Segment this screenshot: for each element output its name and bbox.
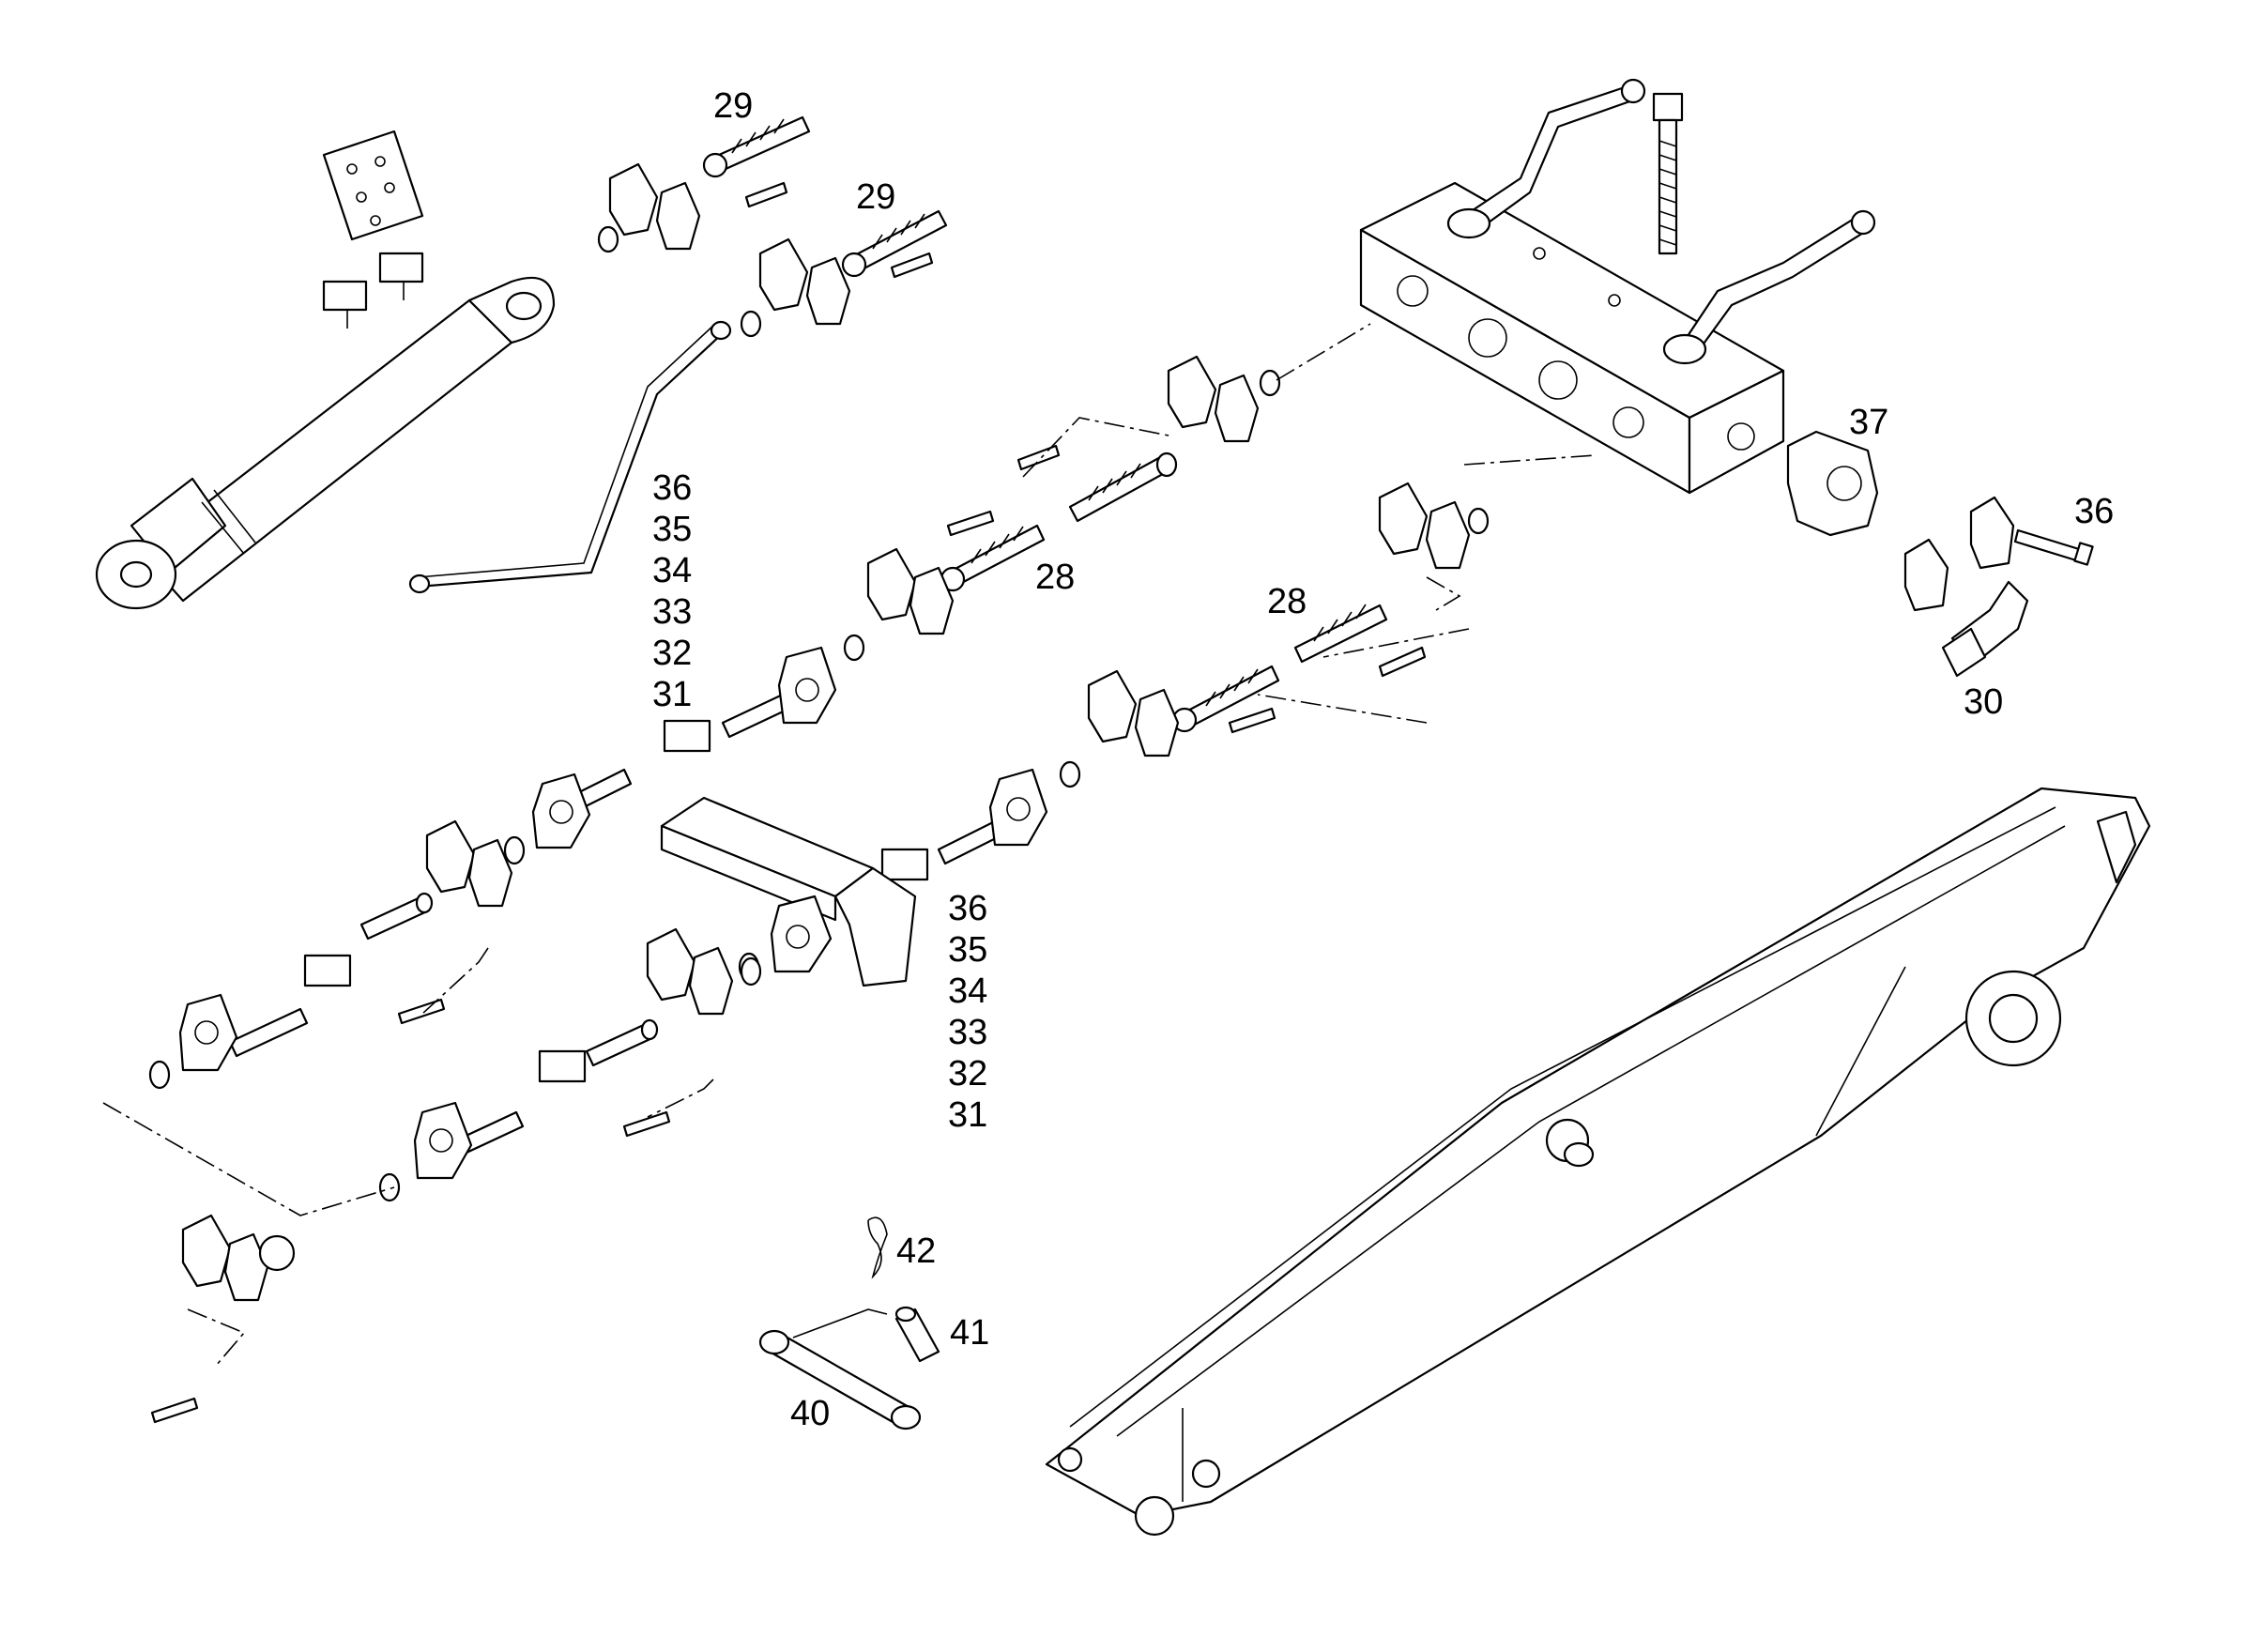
flange-halves-upper <box>608 162 851 326</box>
adapter-block-37 <box>1786 430 1879 537</box>
callout-28-right: 28 <box>1267 582 1307 621</box>
bolt-36-right <box>2013 528 2094 566</box>
clamp-31-mid <box>663 719 929 881</box>
long-cap-screw <box>1652 92 1684 255</box>
callout-29-upper: 29 <box>713 86 753 126</box>
callout-stack-left-item: 35 <box>652 510 692 549</box>
pin-assembly-40 <box>758 1308 922 1430</box>
callout-stack-left: 36 35 34 33 32 31 <box>652 468 692 714</box>
callout-37: 37 <box>1849 403 1888 442</box>
bent-hydraulic-pipe <box>408 320 732 594</box>
callout-36-right: 36 <box>2074 492 2114 531</box>
hose-assembly-28-right <box>1171 604 1388 733</box>
callout-28-left: 28 <box>1035 558 1075 597</box>
callout-stack-right-item: 34 <box>948 971 987 1011</box>
callout-stack-right-item: 32 <box>948 1054 987 1094</box>
flanged-pipe-left <box>503 768 633 865</box>
elbow-fitting-30 <box>1941 580 2029 678</box>
flanged-pipe-31-upper <box>721 646 837 739</box>
callout-40: 40 <box>790 1394 830 1433</box>
o-rings-top <box>597 225 762 338</box>
callout-stack-right: 36 35 34 33 32 31 <box>948 889 987 1135</box>
bolts-middle <box>946 444 1427 734</box>
callout-29-lower: 29 <box>856 177 895 217</box>
callout-labels: 29 29 28 28 37 36 30 42 41 40 <box>713 86 2114 1433</box>
callout-stack-left-item: 33 <box>652 592 692 632</box>
hose-assembly-28-left <box>940 451 1178 592</box>
callout-41: 41 <box>950 1313 989 1353</box>
callout-stack-right-item: 33 <box>948 1013 987 1052</box>
excavator-boom <box>1045 787 2151 1537</box>
lower-left-o-rings <box>148 956 762 1272</box>
lower-left-clamps <box>303 954 587 1083</box>
flange-half-right-upper <box>1969 496 2015 570</box>
callout-stack-right-item: 31 <box>948 1095 987 1135</box>
callout-42: 42 <box>896 1231 936 1271</box>
callout-stack-left-item: 31 <box>652 675 692 714</box>
lower-left-flange-halves <box>181 819 734 1302</box>
callout-stack-left-item: 34 <box>652 551 692 590</box>
lower-left-bolts <box>150 998 671 1424</box>
lower-left-pipes <box>178 892 659 1180</box>
bushing-41 <box>894 1306 940 1363</box>
clip-42 <box>867 1216 888 1279</box>
callout-stack-left-item: 32 <box>652 634 692 673</box>
flange-halves-middle <box>866 355 1471 757</box>
mounting-bracket <box>660 796 917 987</box>
valve-lever-upper <box>1446 78 1646 239</box>
control-valve-block <box>1359 181 1785 495</box>
pipe-clamp-pair-top <box>322 252 424 329</box>
assembly-center-lines <box>102 323 1597 1367</box>
callout-stack-right-item: 35 <box>948 930 987 970</box>
bolts-top <box>744 181 934 279</box>
mounting-plate <box>322 130 424 241</box>
valve-lever-lower <box>1662 209 1876 365</box>
hose-assembly-29-lower <box>841 209 948 278</box>
hydraulic-cylinder <box>95 276 556 610</box>
callout-30: 30 <box>1964 682 2003 722</box>
callout-stack-left-item: 36 <box>652 468 692 508</box>
callout-stack-right-item: 36 <box>948 889 987 928</box>
o-rings-middle <box>843 369 1490 788</box>
hose-assembly-29-upper <box>702 115 811 178</box>
flanged-pipe-31-lower <box>937 768 1048 865</box>
flange-half-right-lower <box>1903 538 1949 612</box>
